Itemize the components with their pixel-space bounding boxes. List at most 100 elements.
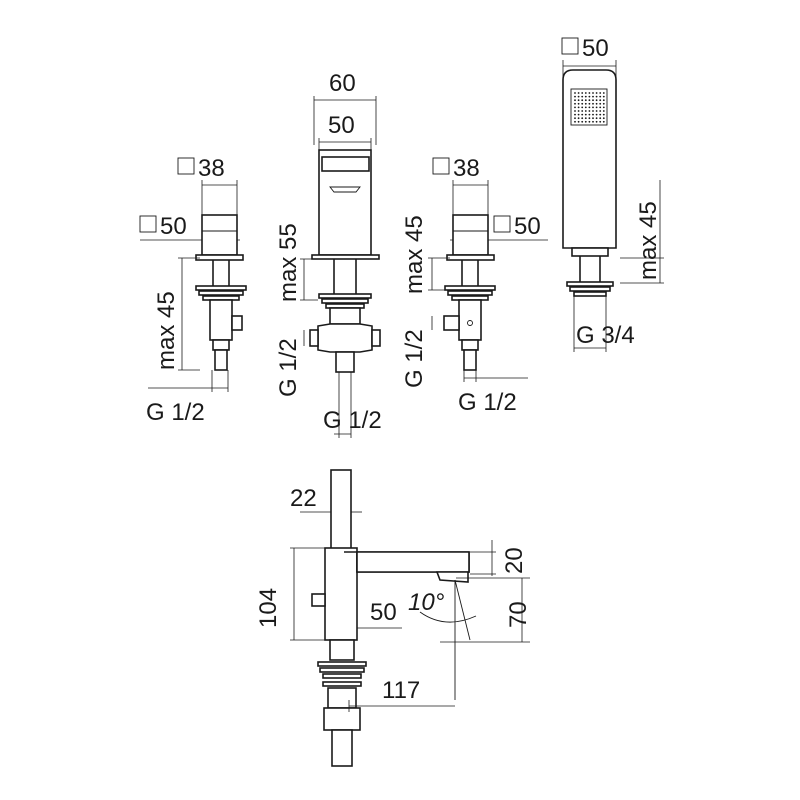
nozzle-dot bbox=[584, 106, 587, 109]
nozzle-dot bbox=[581, 99, 584, 102]
nozzle-dot bbox=[577, 95, 580, 98]
nozzle-dot bbox=[599, 99, 602, 102]
nozzle-dot bbox=[574, 117, 576, 120]
spout-angle-label: 10° bbox=[408, 589, 445, 616]
nozzle-dot bbox=[574, 120, 576, 123]
nozzle-dot bbox=[584, 102, 587, 105]
nozzle-dot bbox=[599, 95, 602, 98]
nozzle-dot bbox=[599, 106, 602, 109]
nozzle-dot bbox=[577, 106, 580, 109]
nozzle-dot bbox=[595, 117, 598, 120]
nozzle-dot bbox=[602, 113, 605, 116]
nozzle-dot bbox=[592, 99, 594, 102]
nozzle-dot bbox=[599, 120, 602, 123]
nozzle-dot bbox=[574, 92, 576, 94]
nozzle-dot bbox=[581, 106, 584, 109]
side-view: 22 20 104 70 50 10° bbox=[255, 469, 532, 767]
nozzle-dot bbox=[584, 99, 587, 102]
left-height-label: max 45 bbox=[153, 291, 180, 370]
nozzle-dot bbox=[599, 110, 602, 112]
nozzle-dot bbox=[602, 99, 605, 102]
reach-label: 117 bbox=[382, 677, 420, 704]
nozzle-dot bbox=[602, 106, 605, 109]
nozzle-dot bbox=[595, 92, 598, 94]
right-bottom-thread-label: G 1/2 bbox=[458, 389, 517, 416]
nozzle-dot bbox=[574, 95, 576, 98]
nozzle-dot bbox=[592, 95, 594, 98]
nozzle-dot bbox=[588, 110, 591, 112]
body-size-label: 50 bbox=[370, 599, 397, 626]
nozzle-dot bbox=[581, 110, 584, 112]
nozzle-dot bbox=[588, 99, 591, 102]
nozzle-dot bbox=[592, 102, 594, 105]
nozzle-dot bbox=[595, 113, 598, 116]
right-height-label: max 45 bbox=[401, 215, 428, 294]
nozzle-dot bbox=[584, 92, 587, 94]
nozzle-dot bbox=[577, 120, 580, 123]
nozzle-dot bbox=[592, 120, 594, 123]
nozzle-dot bbox=[574, 113, 576, 116]
right-side-thread-label: G 1/2 bbox=[401, 329, 428, 388]
nozzle-dot bbox=[602, 95, 605, 98]
nozzle-dot bbox=[574, 110, 576, 112]
nozzle-frame bbox=[570, 88, 608, 126]
nozzle-dot bbox=[588, 92, 591, 94]
nozzle-dot bbox=[581, 120, 584, 123]
nozzle-dot bbox=[595, 120, 598, 123]
nozzle-dot bbox=[588, 117, 591, 120]
nozzle-dot bbox=[577, 99, 580, 102]
nozzle-dot bbox=[574, 99, 576, 102]
nozzle-dot bbox=[592, 106, 594, 109]
outlet-height-label: 70 bbox=[505, 601, 532, 628]
square-outline-icon bbox=[139, 215, 157, 233]
nozzle-dot bbox=[592, 117, 594, 120]
square-outline-icon bbox=[561, 37, 579, 55]
spout-side-thread-label: G 1/2 bbox=[275, 338, 302, 397]
nozzle-dot bbox=[577, 117, 580, 120]
nozzle-dot bbox=[581, 102, 584, 105]
nozzle-dot bbox=[602, 117, 605, 120]
nozzle-dot bbox=[602, 120, 605, 123]
spout-thickness-label: 20 bbox=[501, 547, 528, 574]
nozzle-dot bbox=[588, 120, 591, 123]
nozzle-dot bbox=[574, 102, 576, 105]
nozzle-dot bbox=[595, 106, 598, 109]
nozzle-dot bbox=[581, 117, 584, 120]
nozzle-dot bbox=[574, 106, 576, 109]
hand-shower-size-label: 50 bbox=[582, 35, 609, 62]
top-offset-label: 22 bbox=[290, 485, 317, 512]
mixer-valve-left: 38 50 max 45 G 1/2 bbox=[139, 155, 247, 426]
nozzle-dot bbox=[602, 92, 605, 94]
nozzle-dot bbox=[602, 110, 605, 112]
nozzle-dot bbox=[577, 102, 580, 105]
nozzle-dot bbox=[588, 95, 591, 98]
nozzle-dot bbox=[584, 117, 587, 120]
left-head-width-label: 38 bbox=[198, 155, 225, 182]
spout-overall-width-label: 60 bbox=[329, 70, 356, 97]
nozzle-dot bbox=[577, 110, 580, 112]
nozzle-dot bbox=[577, 92, 580, 94]
hand-shower: 50 max 45 G 3/4 bbox=[561, 35, 664, 352]
square-outline-icon bbox=[177, 157, 195, 175]
nozzle-dot bbox=[584, 120, 587, 123]
overall-height-label: 104 bbox=[255, 588, 282, 628]
spout-assembly: 60 50 max 55 G 1/2 G 1/2 bbox=[275, 70, 382, 438]
nozzle-dot bbox=[584, 113, 587, 116]
nozzle-dot bbox=[599, 117, 602, 120]
right-base-size-label: 50 bbox=[514, 213, 541, 240]
hand-shower-thread-label: G 3/4 bbox=[576, 322, 635, 349]
left-thread-label: G 1/2 bbox=[146, 399, 205, 426]
nozzle-dot bbox=[602, 102, 605, 105]
spout-height-label: max 55 bbox=[275, 223, 302, 302]
nozzle-dot bbox=[592, 92, 594, 94]
nozzle-dot bbox=[581, 92, 584, 94]
nozzle-dot bbox=[588, 106, 591, 109]
nozzle-dot bbox=[595, 95, 598, 98]
left-base-size-label: 50 bbox=[160, 213, 187, 240]
spout-body-width-label: 50 bbox=[328, 112, 355, 139]
nozzle-dot bbox=[592, 110, 594, 112]
nozzle-dot bbox=[588, 113, 591, 116]
nozzle-dot bbox=[592, 113, 594, 116]
nozzle-dot bbox=[581, 113, 584, 116]
